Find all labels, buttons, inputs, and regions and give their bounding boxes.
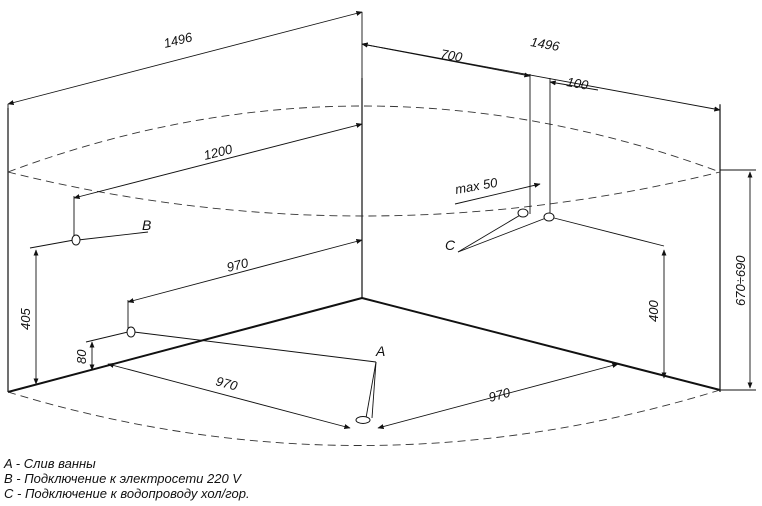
legend-item-c: C - Подключение к водопроводу хол/гор. (4, 486, 250, 501)
left-wall-dimensions (29, 122, 363, 385)
floor-right-edge (361, 297, 721, 391)
dim-80: 80 (74, 349, 89, 364)
water-hot-icon (543, 212, 555, 222)
legend: A - Слив ванны B - Подключение к электро… (4, 456, 250, 501)
top-dimensions (7, 10, 721, 214)
legend-item-b: B - Подключение к электросети 220 V (4, 471, 241, 486)
water-cold-icon (517, 208, 529, 218)
right-wall-dimensions (553, 169, 756, 391)
dim-max-50: max 50 (454, 175, 499, 197)
dim-670-690: 670÷690 (733, 255, 748, 306)
overflow-drain-icon (126, 326, 136, 338)
walls (7, 78, 721, 393)
dim-400: 400 (646, 300, 661, 322)
dim-700: 700 (439, 46, 464, 65)
dim-100: 100 (565, 74, 590, 93)
floor-left-edge (7, 297, 363, 393)
dim-1496-left: 1496 (162, 29, 194, 51)
floor-drain-icon (355, 416, 371, 424)
tub-outline (7, 105, 721, 446)
dim-970-floor-right: 970 (487, 385, 513, 405)
tub-rim-arc (7, 105, 721, 173)
dim-405: 405 (18, 308, 33, 330)
legend-item-a: A - Слив ванны (4, 456, 96, 471)
label-b: B (142, 217, 151, 233)
tub-rim-front-arc (7, 171, 721, 217)
floor-dimensions (107, 363, 619, 429)
dim-970-wall: 970 (225, 255, 250, 275)
pointer-lines (77, 182, 547, 419)
connection-points (71, 208, 555, 424)
dim-1496-right: 1496 (529, 34, 561, 54)
dim-1200: 1200 (202, 141, 234, 163)
label-c: C (445, 237, 456, 253)
electric-connection-icon (71, 234, 81, 246)
dim-970-floor-left: 970 (214, 373, 240, 393)
label-a: A (375, 343, 385, 359)
